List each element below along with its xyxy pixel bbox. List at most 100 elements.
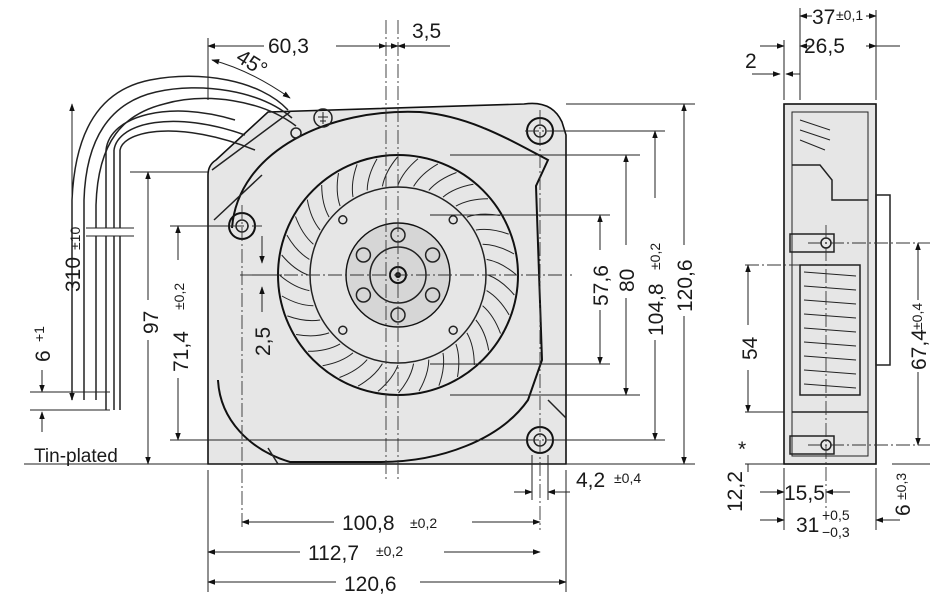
dim-57-6: 57,6 [590,265,613,306]
impeller-blade [398,363,415,394]
dim-71-4-tol: ±0,2 [171,283,187,310]
dim-97: 97 [140,311,163,334]
impeller-blade [487,274,515,296]
impeller-blade [287,315,321,322]
side-blades [803,271,857,389]
dim-71-4: 71,4 [170,331,193,372]
tin-plated-label: Tin-plated [34,446,118,467]
dim-2-5: 2,5 [252,327,275,356]
impeller-blade [281,295,314,307]
side-blade [803,341,857,347]
impeller-blade [307,343,341,352]
side-view: 37 ±0,1 26,5 2 54 67,4 ±0,4 * 12,2 15,5 … [724,6,931,540]
impeller-blade [306,199,321,231]
dim-100-8-tol: ±0,2 [410,515,437,531]
dim-6: 6 [32,350,55,362]
front-view: 60,3 3,5 45° 100,8 ±0,2 112,7 ±0,2 120,6… [24,20,697,596]
impeller-blade [466,332,475,366]
impeller-blade [482,305,501,334]
dim-310-tol: ±10 [67,227,83,250]
impeller-blade [279,275,310,292]
impeller-blade [357,363,383,387]
dim-2: 2 [745,50,757,73]
impeller-blade [377,364,399,392]
small-hole-icon [290,127,302,139]
dim-120-6-height: 120,6 [674,259,697,312]
dim-104-8: 104,8 [645,283,668,336]
dim-31: 31 [796,514,819,537]
side-impeller [799,264,861,396]
hub-hole [424,287,441,303]
side-blade [803,369,857,375]
dim-12-2: 12,2 [724,471,747,512]
impeller-blade [486,290,510,316]
asterisk-note: * [738,438,746,461]
dim-112-7-tol: ±0,2 [376,543,403,559]
impeller-blade [281,254,309,276]
impeller-blade [295,216,314,245]
rivet [448,325,458,335]
impeller-blade [351,164,358,198]
dim-310: 310 [62,257,85,292]
dim-4-2-tol: ±0,4 [614,470,641,486]
dim-3-5: 3,5 [412,20,441,43]
dim-15-5: 15,5 [784,482,825,505]
side-blade [803,285,857,291]
rivet [338,325,348,335]
impeller-blade [336,173,341,207]
dim-37-tol: ±0,1 [836,7,863,23]
dim-60-3: 60,3 [268,35,309,58]
dim-31-tol-lower: −0,3 [822,524,850,540]
impeller-blade [418,359,430,392]
impeller-blades [279,156,517,394]
rivet [338,215,348,225]
dim-4-2: 4,2 [576,469,605,492]
dim-26-5: 26,5 [804,35,845,58]
dim-112-7: 112,7 [308,542,359,565]
dim-31-tol-upper: +0,5 [822,507,850,523]
side-blade [803,271,857,277]
impeller-blade [366,158,378,191]
dim-37: 37 [812,6,835,29]
impeller-blade [455,198,489,207]
impeller-blade [486,258,517,275]
dim-80: 80 [616,269,639,292]
impeller-blade [322,352,354,367]
impeller-blade [475,228,509,235]
dim-6-tol: +1 [31,326,47,342]
impeller-blade [321,184,330,218]
impeller-blade [482,243,515,255]
side-rib [875,194,891,366]
impeller-blade [296,332,330,337]
dim-45-angle: 45° [232,45,271,81]
side-blade [803,327,857,333]
dim-6-side-tol: ±0,3 [893,473,909,500]
impeller-blade [413,163,439,187]
dim-6-side: 6 [892,504,915,516]
impeller-blade [428,172,457,191]
hub-hole [424,247,441,263]
side-housing [783,103,877,465]
side-blade [803,313,857,319]
impeller-blade [397,158,419,186]
outlet-edge [211,111,567,465]
ground-symbol-icon [313,108,333,128]
impeller-blade [381,156,398,187]
impeller-blade [455,343,460,377]
dim-67-4: 67,4 [908,329,931,370]
rivet [448,215,458,225]
dim-54: 54 [739,336,762,360]
side-blade [803,355,857,361]
impeller-blade [438,352,445,386]
side-blade [803,383,857,389]
dim-120-6-width: 120,6 [344,573,397,596]
hub-hole [355,247,372,263]
hub-hole [355,287,372,303]
side-blade [803,299,857,305]
dim-104-8-tol: ±0,2 [647,243,663,270]
impeller-blade [339,359,368,378]
impeller-blade [286,234,310,260]
dim-67-4-tol: ±0,4 [909,303,925,330]
dim-100-8: 100,8 [342,512,395,535]
